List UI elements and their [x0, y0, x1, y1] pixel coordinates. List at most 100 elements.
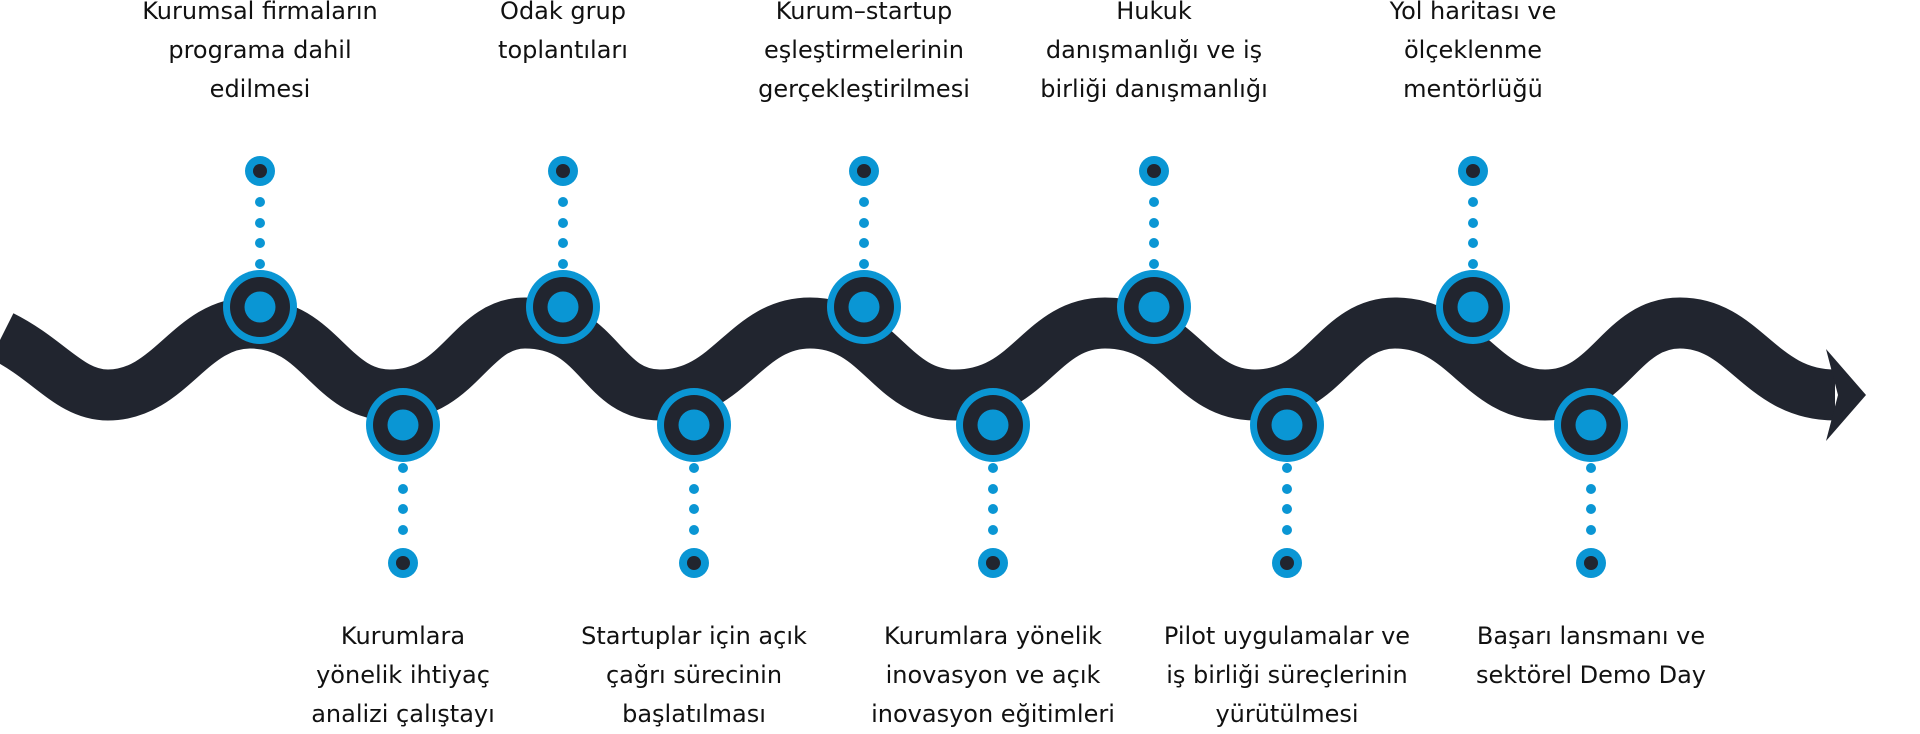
milestone-marker-core — [547, 291, 579, 323]
milestone-label-line: danışmanlığı ve iş — [1045, 36, 1263, 64]
milestone-marker-core — [387, 409, 419, 441]
milestone-label-8: Pilot uygulamalar ve iş birliği süreçleri… — [1137, 617, 1437, 734]
connector-dot — [689, 525, 699, 535]
milestone-label-line: eşleştirmelerinin — [764, 36, 964, 64]
endpoint-marker-core — [1147, 164, 1161, 178]
milestone-label-line: Odak grup — [500, 0, 626, 25]
endpoint-marker-core — [1466, 164, 1480, 178]
connector-dot — [558, 218, 568, 228]
milestone-label-line: iş birliği süreçlerinin — [1166, 661, 1408, 689]
connector-dot — [988, 463, 998, 473]
milestone-label-line: edilmesi — [209, 75, 311, 103]
milestone-label-4: Startuplar için açık çağrı sürecinin başla… — [544, 617, 844, 734]
connector-dot — [1282, 525, 1292, 535]
milestone-node-5 — [827, 156, 901, 344]
milestone-label-line: başlatılması — [622, 700, 766, 728]
connector-dot — [988, 504, 998, 514]
milestone-label-line: inovasyon eğitimleri — [871, 700, 1115, 728]
milestone-marker-core — [1575, 409, 1607, 441]
milestone-label-line: Pilot uygulamalar ve — [1163, 622, 1411, 650]
connector-dot — [1282, 504, 1292, 514]
milestone-label-line: Kurumlara — [340, 622, 466, 650]
milestone-marker-core — [848, 291, 880, 323]
milestone-label-line: ölçeklenme — [1404, 36, 1542, 64]
milestone-label-line: Başarı lansmanı ve — [1476, 622, 1706, 650]
milestone-label-line: Hukuk — [1116, 0, 1192, 25]
connector-dot — [689, 463, 699, 473]
milestone-label-7: Hukuk danışmanlığı ve iş birliği danışmanl… — [1004, 0, 1304, 109]
milestone-label-6: Kurumlara yönelik inovasyon ve açık inovas… — [843, 617, 1143, 734]
wave-path — [0, 297, 1837, 421]
connector-dot — [859, 238, 869, 248]
connector-dot — [398, 463, 408, 473]
connector-dot — [1149, 218, 1159, 228]
milestone-label-line: gerçekleştirilmesi — [758, 75, 970, 103]
milestone-marker-core — [1138, 291, 1170, 323]
endpoint-marker-core — [556, 164, 570, 178]
milestone-marker-core — [1457, 291, 1489, 323]
milestone-label-line: sektörel Demo Day — [1476, 661, 1706, 689]
milestone-node-3 — [526, 156, 600, 344]
milestone-label-10: Başarı lansmanı ve sektörel Demo Day — [1441, 617, 1741, 695]
connector-dot — [558, 197, 568, 207]
connector-dot — [1586, 484, 1596, 494]
milestone-node-6 — [956, 388, 1030, 578]
milestone-label-line: Startuplar için açık — [581, 622, 807, 650]
milestone-label-line: birliği danışmanlığı — [1040, 75, 1268, 103]
connector-dot — [255, 197, 265, 207]
connector-dot — [988, 525, 998, 535]
connector-dot — [1282, 463, 1292, 473]
milestone-node-4 — [657, 388, 731, 578]
arrow-icon — [1826, 349, 1866, 441]
connector-dot — [1149, 238, 1159, 248]
endpoint-marker-core — [1280, 556, 1294, 570]
connector-dot — [1149, 259, 1159, 269]
connector-dot — [988, 484, 998, 494]
milestone-marker-core — [678, 409, 710, 441]
milestone-label-line: Yol haritası ve — [1389, 0, 1557, 25]
milestone-nodes — [223, 156, 1628, 578]
connector-dot — [1468, 238, 1478, 248]
connector-dot — [689, 504, 699, 514]
connector-dot — [255, 238, 265, 248]
milestone-label-line: Kurumsal firmaların — [142, 0, 378, 25]
connector-dot — [1468, 218, 1478, 228]
connector-dot — [398, 484, 408, 494]
connector-dot — [1586, 463, 1596, 473]
milestone-node-8 — [1250, 388, 1324, 578]
connector-dot — [859, 259, 869, 269]
wave-path-group — [0, 297, 1866, 441]
milestone-node-9 — [1436, 156, 1510, 344]
connector-dot — [255, 218, 265, 228]
milestone-label-line: Kurumlara yönelik — [884, 622, 1102, 650]
milestone-label-line: yönelik ihtiyaç — [316, 661, 490, 689]
connector-dot — [255, 259, 265, 269]
connector-dot — [558, 238, 568, 248]
milestone-label-line: mentörlüğü — [1403, 75, 1543, 103]
connector-dot — [1586, 525, 1596, 535]
milestone-marker-core — [244, 291, 276, 323]
connector-dot — [1282, 484, 1292, 494]
connector-dot — [1149, 197, 1159, 207]
milestone-node-2 — [366, 388, 440, 578]
milestone-node-1 — [223, 156, 297, 344]
endpoint-marker-core — [396, 556, 410, 570]
connector-dot — [1586, 504, 1596, 514]
milestone-label-2: Kurumlara yönelik ihtiyaç analizi çalıştay… — [253, 617, 553, 734]
connector-dot — [398, 504, 408, 514]
connector-dot — [1468, 197, 1478, 207]
endpoint-marker-core — [253, 164, 267, 178]
milestone-label-9: Yol haritası ve ölçeklenme mentörlüğü — [1323, 0, 1623, 109]
milestone-label-line: inovasyon ve açık — [885, 661, 1101, 689]
milestone-label-3: Odak grup toplantıları — [413, 0, 713, 70]
milestone-marker-core — [977, 409, 1009, 441]
milestone-label-line: çağrı sürecinin — [605, 661, 783, 689]
milestone-node-7 — [1117, 156, 1191, 344]
connector-dot — [398, 525, 408, 535]
milestone-label-line: yürütülmesi — [1215, 700, 1359, 728]
milestone-label-line: analizi çalıştayı — [311, 700, 495, 728]
milestone-label-line: toplantıları — [498, 36, 628, 64]
